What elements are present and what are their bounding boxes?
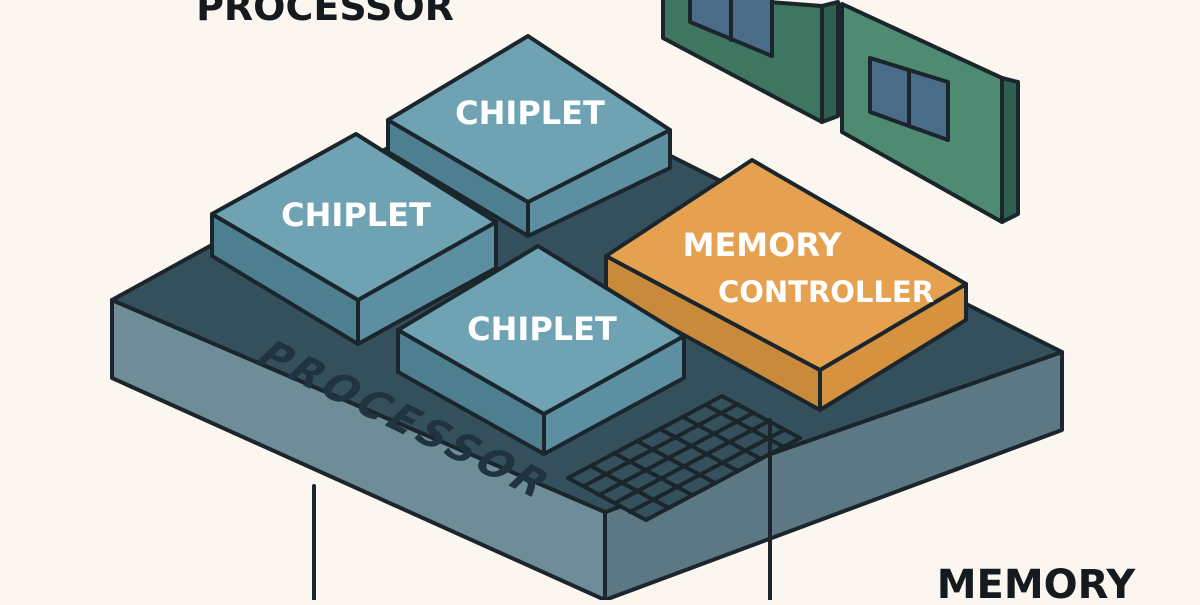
top-title: PROCESSOR [196,0,454,29]
memory-module-left [661,0,840,124]
controller-label-line1: MEMORY [683,226,843,264]
chiplet-left [210,132,498,346]
controller-label-line2: CONTROLLER [718,275,934,309]
bottom-title: MEMORY [937,562,1137,600]
memory-module-right [840,2,1020,224]
chiplet-top-label: CHIPLET [455,94,605,132]
chiplet-left-label: CHIPLET [281,196,431,234]
chiplet-front [396,244,686,456]
chiplet-top [386,34,672,238]
chiplet-front-label: CHIPLET [467,310,617,348]
memory-controller [604,158,968,412]
contact-grid [566,394,802,522]
